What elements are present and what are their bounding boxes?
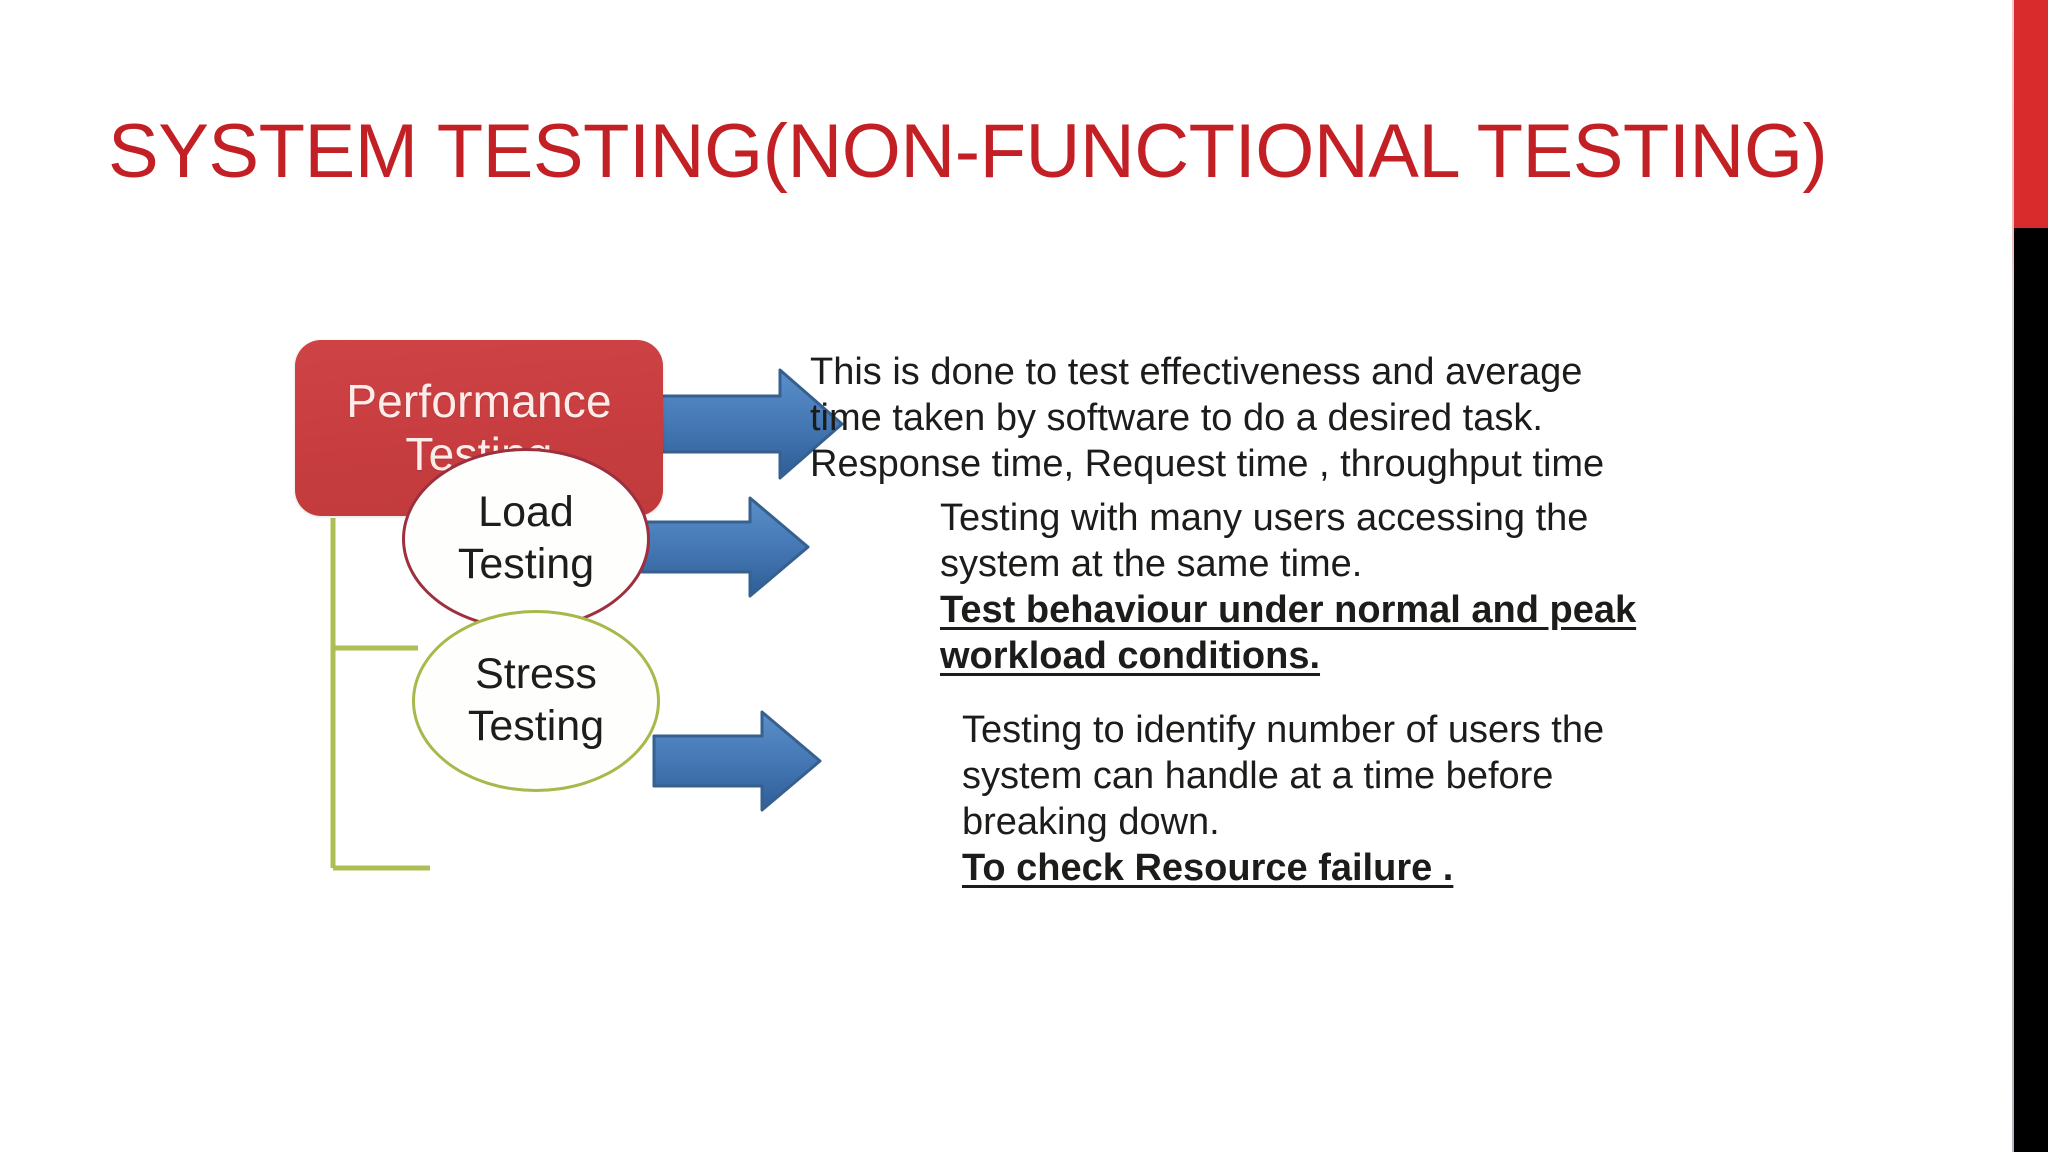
diagram-connectors-and-arrows	[330, 368, 844, 871]
node-stress-line2: Testing	[467, 702, 605, 750]
description-line: This is done to test effectiveness and a…	[810, 351, 1583, 393]
node-stress-line1: Stress	[475, 650, 597, 699]
node-performance-line1: Performance	[346, 375, 612, 428]
node-stress-testing-label: Stress Testing	[468, 649, 604, 752]
description-stress-testing: Testing to identify number of users the …	[962, 709, 1605, 894]
edge-accent-bar-black	[2014, 228, 2048, 1152]
node-load-testing-label: Load Testing	[458, 487, 594, 590]
page-title: SYSTEM TESTING(NON-FUNCTIONAL TESTING)	[108, 109, 1828, 194]
description-line-emphasis: Test behaviour under normal and peak	[940, 589, 1637, 632]
description-line-emphasis: To check Resource failure .	[962, 847, 1454, 890]
node-load-line1: Load	[478, 488, 574, 537]
block-arrow-performance	[656, 368, 844, 480]
description-line: time taken by software to do a desired t…	[810, 397, 1543, 440]
node-stress-testing[interactable]: Stress Testing	[412, 610, 660, 792]
edge-accent-bar-red	[2014, 0, 2048, 228]
description-line: Response time, Request time , throughput…	[810, 443, 1605, 486]
description-load-testing: Testing with many users accessing the sy…	[940, 497, 1637, 682]
description-line: Testing with many users accessing the	[940, 497, 1589, 539]
node-load-testing[interactable]: Load Testing	[402, 448, 650, 630]
block-arrow-stress	[652, 710, 822, 812]
block-arrow-load	[640, 496, 810, 598]
node-load-line2: Testing	[457, 540, 595, 588]
edge-seam-divider	[2012, 0, 2014, 1152]
tree-connector-lines	[330, 518, 430, 871]
description-line: system at the same time.	[940, 543, 1363, 586]
performance-testing-diagram: Performance Testing Load Testing Stress …	[250, 300, 1750, 1080]
description-performance-testing: This is done to test effectiveness and a…	[810, 351, 1605, 490]
description-line: breaking down.	[962, 801, 1220, 844]
description-line: system can handle at a time before	[962, 755, 1554, 798]
description-line-emphasis: workload conditions.	[940, 635, 1321, 678]
description-line: Testing to identify number of users the	[962, 709, 1605, 751]
